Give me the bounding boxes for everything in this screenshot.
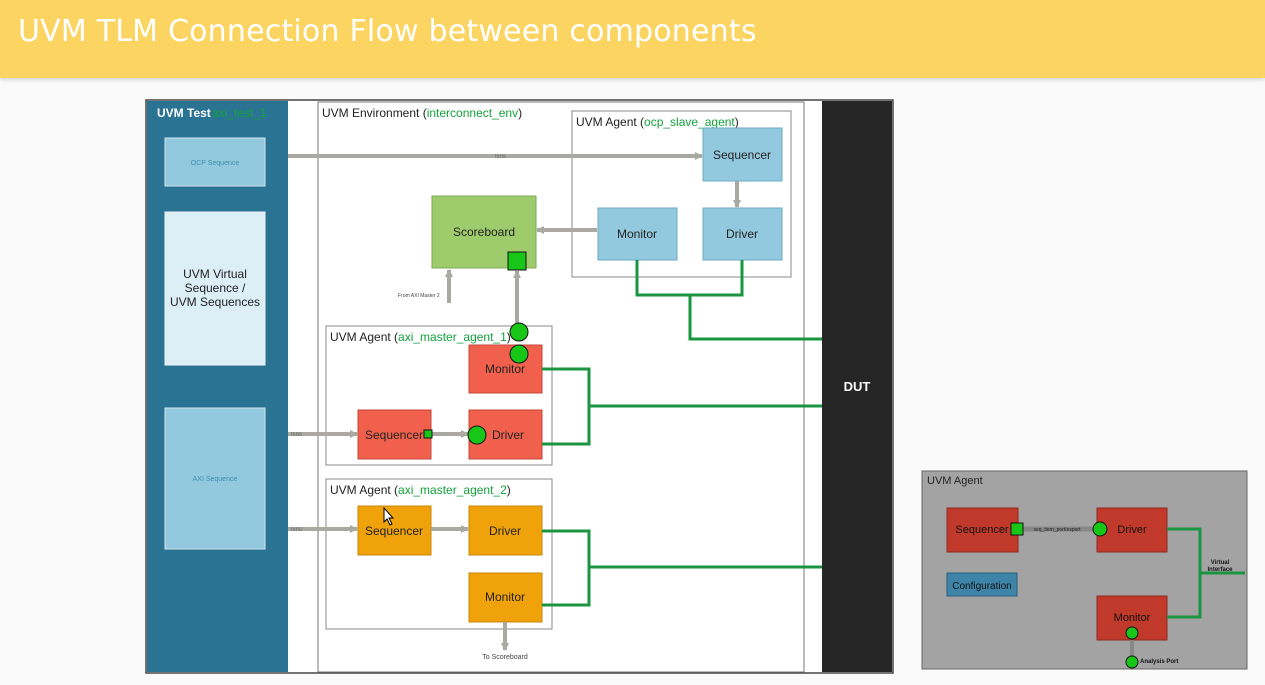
virtual-sequence-line1: UVM Virtual	[183, 267, 247, 281]
inset-port-label: seq_item_port/export	[1034, 527, 1082, 533]
scoreboard-label: Scoreboard	[453, 225, 515, 239]
tlm-arrows: txns txns txns	[288, 152, 741, 651]
inset-configuration-box	[946, 572, 1018, 597]
m2-monitor-label: Monitor	[485, 590, 525, 604]
m1-driver-port	[467, 425, 487, 445]
ocp-sequence-box	[164, 137, 266, 187]
mouse-cursor-icon	[383, 506, 395, 526]
inset-configuration-label: Configuration	[952, 581, 1011, 592]
axi-sequence-label: AXI Sequence	[193, 476, 238, 483]
ocp-sequencer-box	[702, 127, 783, 182]
env-label: UVM Environment (interconnect_env)	[322, 106, 522, 120]
inset-vif-label-1: Virtual	[1211, 560, 1230, 566]
axi-master-agent-2-label: UVM Agent (axi_master_agent_2)	[330, 483, 511, 497]
inset-monitor-label: Monitor	[1114, 612, 1151, 624]
m1-sequencer-label: Sequencer	[365, 428, 423, 442]
inset-driver-port	[1092, 521, 1108, 537]
uvm-test-name: axi_test_1	[212, 106, 267, 120]
from-axi-master2-label: From AXI Master 2	[398, 293, 440, 299]
inset-driver-label: Driver	[1117, 524, 1147, 536]
inset-title: UVM Agent	[927, 475, 983, 487]
virtual-sequence-line3: UVM Sequences	[170, 295, 260, 309]
m1-sequencer-box	[357, 409, 432, 460]
m1-driver-label: Driver	[492, 428, 524, 442]
ocp-driver-box	[702, 207, 783, 261]
dut-label: DUT	[844, 379, 871, 394]
ocp-sequencer-label: Sequencer	[713, 148, 771, 162]
m1-monitor-label: Monitor	[485, 362, 525, 376]
title-bar: UVM TLM Connection Flow between componen…	[0, 0, 1265, 78]
ocp-monitor-box	[597, 207, 678, 261]
inset-sequencer-label: Sequencer	[955, 524, 1009, 536]
scoreboard-export-port	[507, 251, 527, 271]
interface-wires	[542, 260, 822, 607]
uvm-test-panel	[147, 101, 288, 672]
axi-master-agent-1-label: UVM Agent (axi_master_agent_1)	[330, 330, 511, 344]
ocp-driver-label: Driver	[726, 227, 758, 241]
m2-monitor-box	[468, 572, 543, 623]
inset-uvm-agent-panel	[921, 470, 1248, 670]
ocp-slave-agent-label: UVM Agent (ocp_slave_agent)	[576, 115, 739, 129]
dut-block	[822, 101, 892, 672]
ocp-wire-to-dut	[688, 295, 822, 341]
axi-txns-label-1: txns	[291, 432, 302, 438]
to-scoreboard-label: To Scoreboard	[482, 654, 528, 661]
uvm-test-label: UVM Test	[157, 106, 211, 120]
ocp-txns-label: txns	[495, 154, 506, 160]
inset-vif-label-2: Interface	[1207, 567, 1233, 573]
m1-analysis-port-bottom	[509, 344, 529, 364]
axi-txns-label-2: txns	[291, 527, 302, 533]
inset-seq-export-port	[1010, 522, 1024, 536]
m1-analysis-port-top	[509, 322, 529, 342]
inset-analysis-port-label: Analysis Port	[1140, 659, 1178, 665]
inset-sequencer-box	[946, 507, 1019, 553]
inset-monitor-port-bottom	[1125, 655, 1139, 669]
m2-sequencer-label: Sequencer	[365, 524, 423, 538]
axi-sequence-box	[164, 407, 266, 550]
ocp-sequence-label: OCP Sequence	[191, 160, 240, 167]
page-title: UVM TLM Connection Flow between componen…	[18, 14, 757, 49]
virtual-sequence-line2: Sequence /	[185, 281, 246, 295]
ocp-monitor-label: Monitor	[617, 227, 657, 241]
inset-monitor-port-top	[1125, 626, 1139, 640]
m2-driver-label: Driver	[489, 524, 521, 538]
virtual-sequence-box	[164, 211, 266, 366]
m2-sequencer-box	[357, 505, 432, 556]
m1-seq-export-port	[423, 429, 433, 439]
m2-driver-box	[468, 505, 543, 556]
